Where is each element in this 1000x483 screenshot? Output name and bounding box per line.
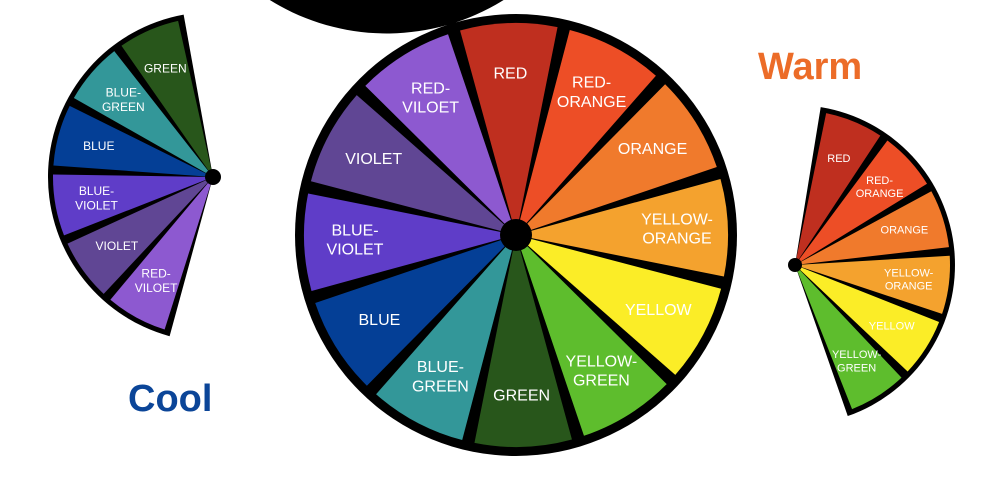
- segment-blue-violet-label: BLUE-: [331, 223, 378, 240]
- segment-blue: BLUE: [315, 235, 516, 386]
- segment-green-wedge: [474, 235, 572, 448]
- segment-yellow-orange-label: YELLOW-: [641, 211, 713, 228]
- segment-red-violet-wedge: [110, 177, 213, 330]
- segment-yellow-label: YELLOW: [625, 302, 693, 319]
- segment-orange-wedge: [795, 191, 949, 265]
- segment-yellow-orange: YELLOW- ORANGE: [516, 179, 729, 277]
- segment-blue-label: BLUE: [83, 139, 114, 153]
- segment-blue-violet-wedge: [303, 193, 516, 291]
- segment-yellow: YELLOW: [516, 235, 722, 375]
- segment-red-orange: RED- ORANGE: [516, 29, 656, 235]
- segment-red-violet-label: VILOET: [402, 100, 459, 117]
- segment-violet: VIOLET: [67, 177, 214, 294]
- segment-red-orange-label: RED-: [572, 75, 611, 92]
- segment-red-orange-wedge: [795, 140, 928, 265]
- segment-green-label: GREEN: [493, 388, 550, 405]
- segment-yellow-orange: YELLOW- ORANGE: [795, 255, 951, 314]
- segment-green: GREEN: [474, 235, 572, 448]
- segment-red-orange-wedge: [516, 29, 656, 235]
- segment-red-violet-wedge: [365, 34, 516, 235]
- segment-red-violet: RED-VILOET: [110, 177, 213, 330]
- segment-orange: ORANGE: [795, 191, 949, 265]
- segment-red-violet-label: RED-: [411, 80, 450, 97]
- segment-red-wedge: [795, 113, 881, 265]
- segment-violet-label: VIOLET: [96, 239, 139, 253]
- segment-violet-wedge: [310, 95, 516, 235]
- segment-blue-green: BLUE-GREEN: [73, 51, 213, 178]
- segment-green-label: GREEN: [144, 62, 187, 76]
- segment-violet: VIOLET: [310, 95, 516, 235]
- segment-blue-green-wedge: [376, 235, 516, 441]
- segment-red-violet-label: RED-: [141, 267, 170, 281]
- segment-yellow-orange-wedge: [795, 255, 951, 314]
- segment-yellow-orange-label: YELLOW-: [884, 267, 934, 279]
- segment-yellow-green: YELLOW-GREEN: [795, 265, 902, 410]
- segment-red-orange-label: ORANGE: [856, 188, 904, 200]
- segment-blue-violet-label: VIOLET: [75, 198, 118, 212]
- segment-red-orange-label: ORANGE: [557, 94, 626, 111]
- warm-half-wheel-hub: [788, 258, 802, 272]
- segment-yellow-orange-wedge: [516, 179, 729, 277]
- segment-yellow-green-label: GREEN: [573, 373, 630, 390]
- segment-blue-violet-wedge: [53, 174, 214, 236]
- segment-blue-green-label: BLUE-: [417, 359, 464, 376]
- warm-half-wheel: REDRED-ORANGEORANGEYELLOW-ORANGEYELLOWYE…: [788, 107, 955, 417]
- segment-blue-violet-label: BLUE-: [79, 184, 114, 198]
- segment-blue-green: BLUE- GREEN: [376, 235, 516, 441]
- segment-green: GREEN: [121, 20, 213, 177]
- segment-orange-wedge: [516, 84, 717, 235]
- segment-red: RED: [460, 22, 558, 235]
- segment-yellow-wedge: [795, 265, 940, 372]
- segment-red-orange: RED-ORANGE: [795, 140, 928, 265]
- cool-colors-title: Cool: [128, 378, 213, 420]
- segment-blue-violet-label: VIOLET: [327, 242, 384, 259]
- segment-red-label: RED: [827, 153, 850, 165]
- segment-blue-violet: BLUE- VIOLET: [303, 193, 516, 291]
- segment-blue-violet: BLUE-VIOLET: [53, 174, 214, 236]
- segment-yellow-wedge: [516, 235, 722, 375]
- segment-red-wedge: [460, 22, 558, 235]
- segment-yellow-green: YELLOW- GREEN: [516, 235, 667, 436]
- segment-blue-green-wedge: [73, 51, 213, 178]
- segment-violet-wedge: [67, 177, 214, 294]
- segment-orange-label: ORANGE: [618, 141, 687, 158]
- segment-red-orange-label: RED-: [866, 175, 893, 187]
- segment-yellow-green-wedge: [516, 235, 667, 436]
- segment-blue-wedge: [53, 105, 213, 177]
- segment-blue-green-label: BLUE-: [106, 86, 141, 100]
- segment-blue-green-label: GREEN: [412, 378, 469, 395]
- segment-blue-label: BLUE: [359, 312, 401, 329]
- segment-yellow-green-label: YELLOW-: [566, 354, 638, 371]
- segment-yellow-green-wedge: [795, 265, 902, 410]
- segment-red: RED: [795, 113, 881, 265]
- segment-red-violet-label: VILOET: [135, 281, 178, 295]
- segment-yellow-orange-label: ORANGE: [885, 281, 933, 293]
- segment-yellow-green-label: YELLOW-: [832, 349, 882, 361]
- segment-yellow-label: YELLOW: [869, 321, 915, 333]
- main-color-wheel: REDRED-ORANGEORANGEYELLOW-ORANGEYELLOWYE…: [269, 0, 737, 456]
- main-color-wheel-hub: [500, 219, 532, 251]
- cool-half-wheel-hub: [205, 169, 221, 185]
- segment-orange: ORANGE: [516, 84, 717, 235]
- segment-violet-label: VIOLET: [345, 151, 402, 168]
- segment-yellow: YELLOW: [795, 265, 940, 372]
- segment-red-violet: RED- VILOET: [365, 34, 516, 235]
- segment-green-wedge: [121, 20, 213, 177]
- segment-yellow-green-label: GREEN: [837, 362, 876, 374]
- segment-orange-label: ORANGE: [881, 225, 929, 237]
- segment-blue: BLUE: [53, 105, 213, 177]
- segment-blue-wedge: [315, 235, 516, 386]
- warm-colors-title: Warm: [758, 46, 863, 88]
- segment-yellow-orange-label: ORANGE: [642, 231, 711, 248]
- segment-blue-green-label: GREEN: [102, 100, 145, 114]
- cool-half-wheel: RED-VILOETVIOLETBLUE-VIOLETBLUEBLUE-GREE…: [47, 14, 221, 337]
- segment-red-label: RED: [494, 66, 528, 83]
